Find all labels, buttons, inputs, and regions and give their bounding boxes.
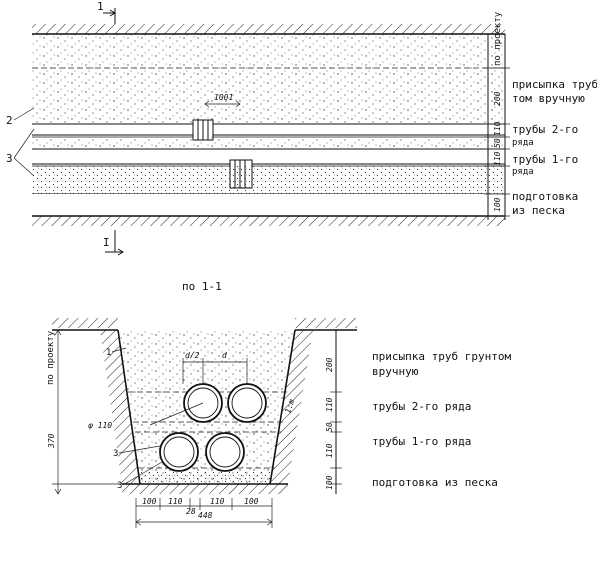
- cross-callouts: 1 3 3 φ 110 1:m: [88, 347, 296, 491]
- svg-text:100: 100: [493, 197, 502, 212]
- svg-text:110: 110: [493, 151, 502, 166]
- svg-text:1: 1: [106, 348, 111, 358]
- svg-text:3: 3: [6, 152, 13, 165]
- svg-text:3: 3: [117, 481, 122, 491]
- section-title: по 1-1: [182, 280, 222, 293]
- callout-2: 2: [6, 107, 35, 127]
- section-mark-top-label: 1: [97, 0, 104, 13]
- svg-text:50: 50: [325, 422, 334, 432]
- dist-label: d: [222, 351, 227, 360]
- trench-bottom-hatch: [122, 484, 288, 494]
- cross-label-hand-backfill: присыпка труб грунтом вручную: [372, 350, 518, 378]
- cross-side-note: по проекту: [46, 330, 56, 385]
- layer-label-pipes-row-1: трубы 1-го ряда: [512, 153, 585, 177]
- backfill-upper: [32, 34, 505, 68]
- svg-text:200: 200: [325, 357, 334, 372]
- svg-text:110: 110: [325, 443, 334, 458]
- cross-label-sand-bedding: подготовка из песка: [372, 476, 498, 489]
- ground-right-hatch: [295, 318, 357, 328]
- diameter-leader: [149, 402, 204, 426]
- svg-text:2: 2: [6, 114, 13, 127]
- svg-text:110: 110: [210, 497, 225, 506]
- bottom-hatch: [32, 216, 505, 226]
- hand-backfill-layer: [32, 68, 505, 124]
- pipe-upper-right: [227, 383, 267, 423]
- pipe-lower-left: [159, 432, 199, 472]
- cross-layer-labels: присыпка труб грунтом вручную трубы 2-го…: [372, 350, 518, 489]
- cross-dimension-column: 200 110 50 110 100: [325, 330, 342, 494]
- svg-text:110: 110: [493, 121, 502, 136]
- layer-label-sand-bedding: подготовка из песка: [512, 190, 585, 217]
- layer-label-hand-backfill: присыпка труб грун- том вручную: [512, 78, 597, 105]
- cross-section: d/2 d по проекту 370 1 3 3 φ 110 1:m: [46, 318, 518, 528]
- svg-text:200: 200: [493, 91, 502, 106]
- svg-text:3: 3: [113, 449, 118, 459]
- gap-dimension: 1001: [204, 93, 241, 108]
- sand-bedding-layer: [32, 166, 505, 194]
- svg-text:100: 100: [142, 497, 157, 506]
- section-mark-bottom: I: [103, 230, 124, 256]
- pipe-lower-right: [205, 432, 245, 472]
- gap-dimension-label: 1001: [214, 93, 233, 102]
- pipe-spacing-dims: d/2 d: [182, 351, 248, 384]
- svg-text:100: 100: [325, 475, 334, 490]
- svg-text:28: 28: [186, 507, 196, 516]
- svg-text:50: 50: [493, 138, 502, 148]
- longitudinal-section: 1: [6, 0, 597, 256]
- pipe-row-2-coupling: [192, 119, 214, 141]
- section-mark-bottom-label: I: [103, 236, 110, 249]
- trench-sand-bedding: [140, 470, 270, 484]
- total-width-label: 448: [198, 511, 213, 520]
- total-depth-label: 370: [47, 433, 56, 449]
- svg-text:110: 110: [168, 497, 183, 506]
- callout-3: 3: [6, 128, 35, 177]
- cross-bottom-dims: 100 110 28 110 100 448: [135, 497, 273, 528]
- trench-wall-right: [269, 329, 296, 485]
- ground-top-hatch: [32, 24, 505, 34]
- cross-total-depth-dim: по проекту 370: [46, 329, 122, 495]
- longitudinal-layer-labels: присыпка труб грун- том вручную трубы 2-…: [512, 78, 597, 217]
- trench-wall-left-hatch: [100, 330, 140, 484]
- section-mark-top: 1: [97, 0, 116, 24]
- trench-wall-right-hatch: [270, 330, 313, 484]
- trench-wall-left: [117, 329, 141, 485]
- cross-label-pipes-row-2: трубы 2-го ряда: [372, 400, 471, 413]
- side-note-upper: по проекту: [493, 11, 503, 66]
- interlayer: [32, 137, 505, 149]
- layer-label-pipes-row-2: трубы 2-го ряда: [512, 123, 585, 148]
- diameter-label: φ 110: [88, 421, 112, 430]
- ground-left-hatch: [52, 318, 118, 328]
- slope-label: 1:m: [283, 398, 296, 415]
- longitudinal-dimension-column: по проекту 200 110 50 110 100: [484, 11, 510, 220]
- svg-text:110: 110: [325, 397, 334, 412]
- half-dist-label: d/2: [185, 351, 200, 360]
- svg-text:100: 100: [244, 497, 259, 506]
- cross-label-pipes-row-1: трубы 1-го ряда: [372, 435, 471, 448]
